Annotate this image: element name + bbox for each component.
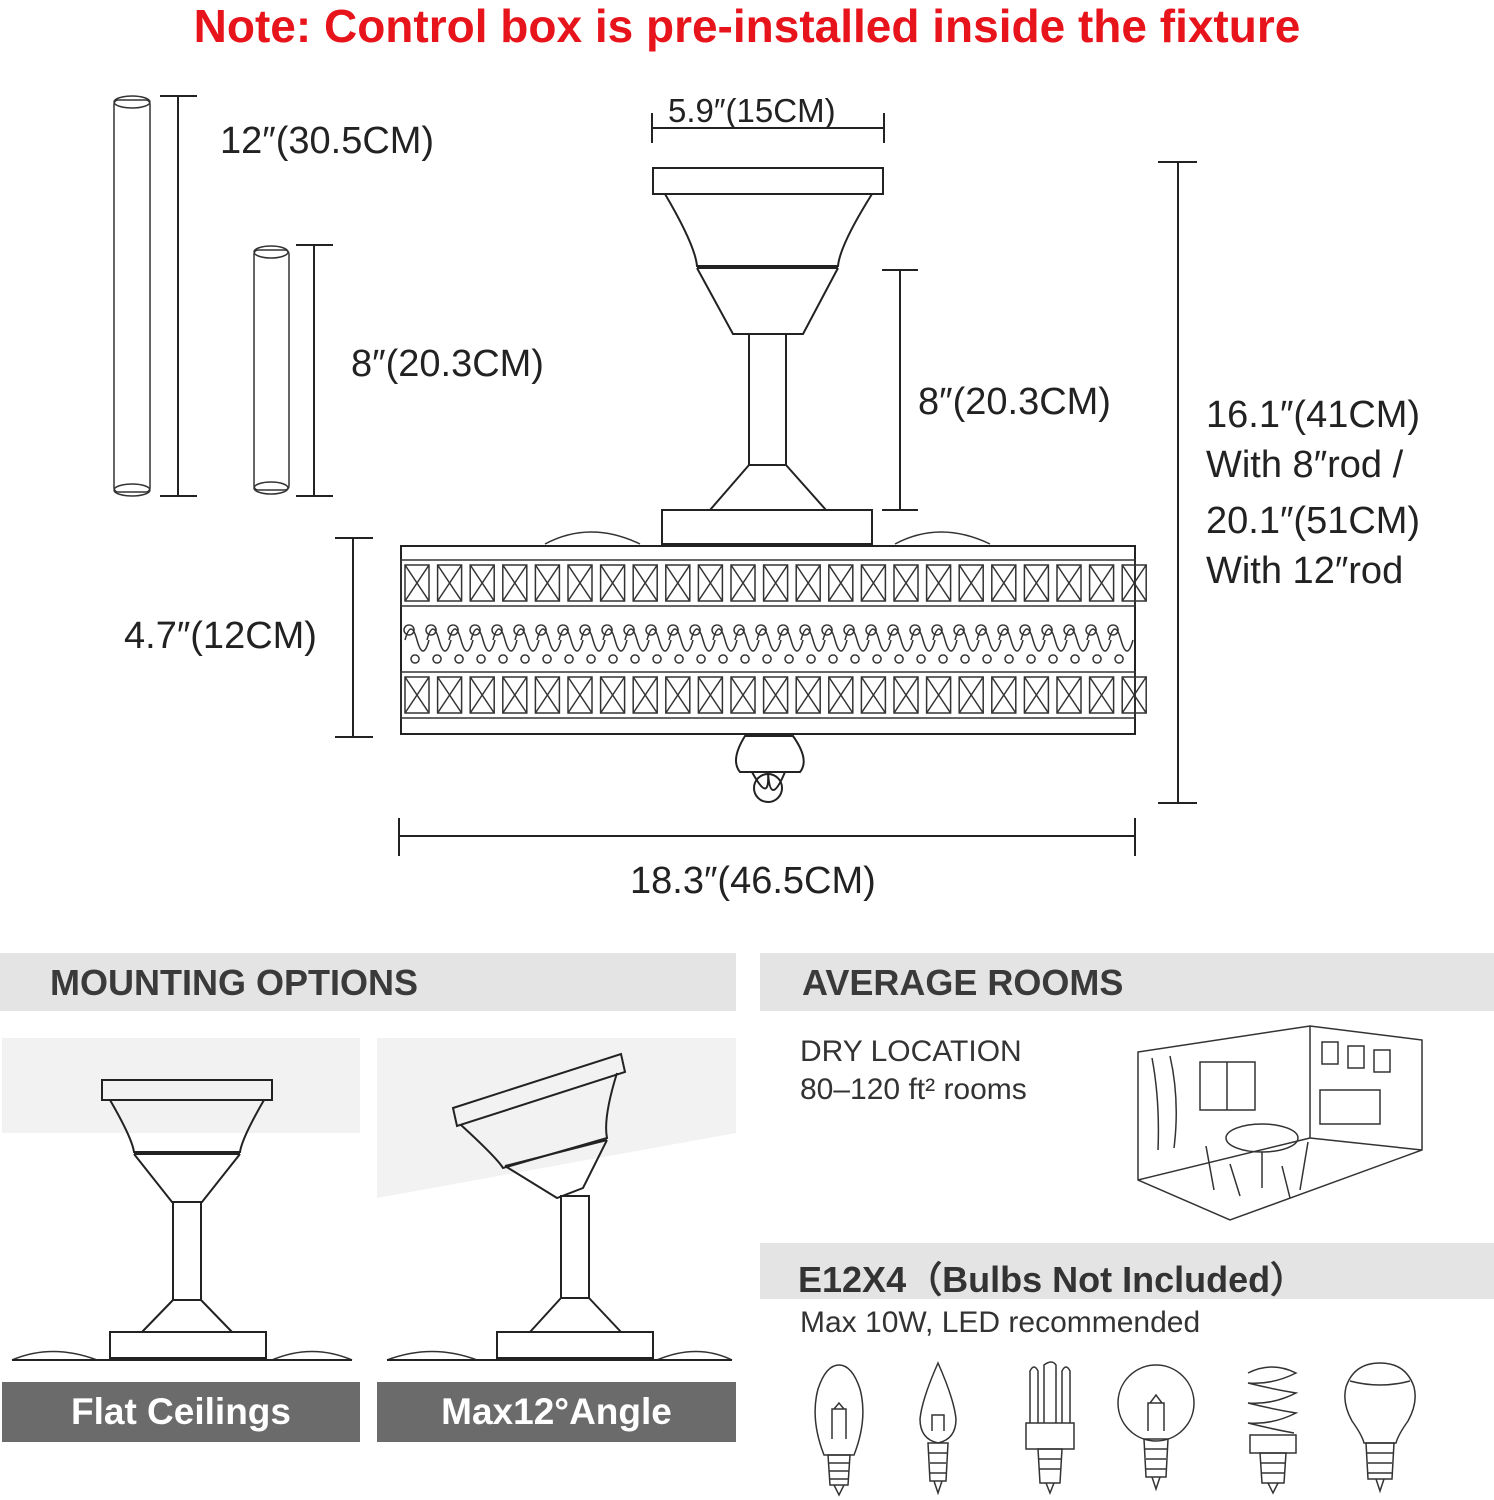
room-size-label: 80–120 ft² rooms [800, 1073, 1027, 1106]
bulbs-title: E12X4（Bulbs Not Included） [798, 1259, 1307, 1300]
canopy-width-label: 5.9″(15CM) [668, 92, 836, 129]
flat-ceiling-panel [2, 1038, 360, 1368]
angled-ceiling-fan-drawing [377, 1052, 736, 1368]
downrod-12-icon [113, 95, 197, 497]
drum-height-label: 4.7″(12CM) [124, 615, 317, 657]
rod-8-label: 8″(20.3CM) [351, 343, 544, 385]
downrod-8-icon [253, 244, 333, 497]
edison-bulb-icon [814, 1364, 864, 1497]
fan-dimension-diagram [113, 95, 1197, 856]
flat-ceiling-fan-drawing [11, 1079, 353, 1361]
rod-12-label: 12″(30.5CM) [220, 120, 435, 162]
rod-installed-label: 8″(20.3CM) [918, 381, 1111, 423]
globe-bulb-icon [1117, 1364, 1195, 1492]
spiral-bulb-icon [1247, 1366, 1299, 1495]
bulb-types-row [800, 1355, 1494, 1500]
angled-ceiling-panel [377, 1038, 736, 1368]
bulbs-header: E12X4（Bulbs Not Included） [760, 1243, 1494, 1300]
bulb-wattage-note: Max 10W, LED recommended [800, 1306, 1201, 1339]
fan-fixture-drawing [400, 167, 1147, 803]
max-angle-caption: Max12°Angle [377, 1382, 736, 1442]
average-rooms-header: AVERAGE ROOMS [760, 953, 1494, 1011]
dry-location-label: DRY LOCATION [800, 1035, 1022, 1068]
candle-bulb-icon [919, 1361, 957, 1496]
flat-ceilings-caption: Flat Ceilings [2, 1382, 360, 1442]
led-bulb-icon [1344, 1362, 1416, 1494]
cfl-bulb-icon [1025, 1361, 1075, 1496]
total-height-label: 16.1″(41CM) With 8″rod / 20.1″(51CM) Wit… [1206, 394, 1421, 592]
average-rooms-title: AVERAGE ROOMS [802, 962, 1124, 1003]
mounting-options-title: MOUNTING OPTIONS [50, 962, 418, 1003]
room-illustration [1137, 1025, 1423, 1221]
note-heading: Note: Control box is pre-installed insid… [193, 0, 1301, 52]
total-width-label: 18.3″(46.5CM) [630, 860, 876, 902]
mounting-options-header: MOUNTING OPTIONS [0, 953, 736, 1011]
